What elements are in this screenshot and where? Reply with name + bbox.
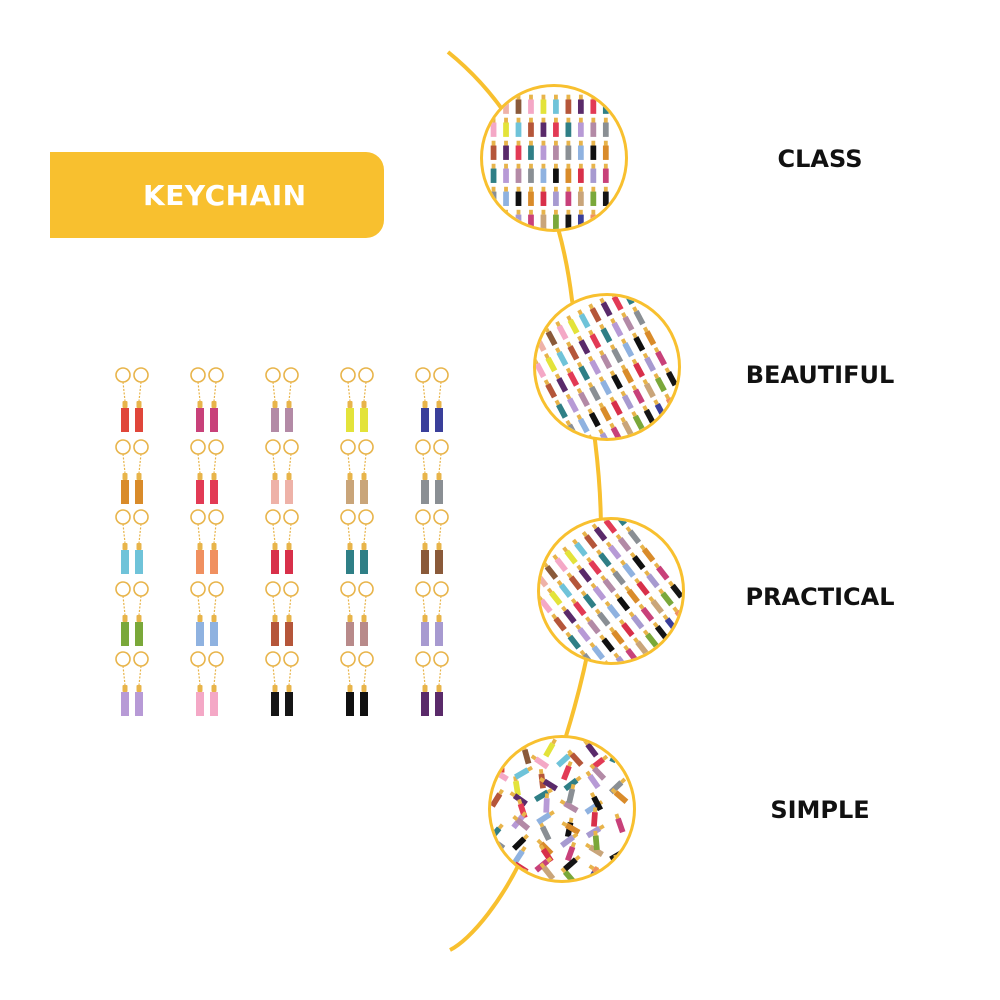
tassel-diagonal-photo (536, 296, 678, 438)
tassel-fanned-photo (540, 520, 682, 662)
keychain-pair (265, 509, 299, 574)
keychain-pair (415, 367, 449, 432)
keychain-pair (190, 651, 224, 716)
feature-circle-beautiful (533, 293, 681, 441)
keychain-pair (190, 367, 224, 432)
keychain-pair (415, 581, 449, 646)
tassel-pile-photo (491, 738, 629, 880)
keychain-pair (190, 581, 224, 646)
keychain-pair (115, 581, 149, 646)
keychain-pair (265, 439, 299, 504)
keychain-pair (115, 439, 149, 504)
feature-label-simple: SIMPLE (770, 796, 870, 824)
feature-label-beautiful: BEAUTIFUL (745, 361, 895, 389)
keychain-pair (190, 439, 224, 504)
keychain-product-grid (105, 365, 465, 735)
keychain-pair (415, 439, 449, 504)
keychain-pair (340, 651, 374, 716)
keychain-pair (340, 367, 374, 432)
banner-title: KEYCHAIN (143, 178, 307, 212)
keychain-banner: KEYCHAIN (50, 152, 384, 238)
keychain-pair (265, 581, 299, 646)
keychain-grid-image (115, 367, 449, 716)
feature-circle-practical (537, 517, 685, 665)
feature-circle-class (480, 84, 628, 232)
keychain-pair (340, 509, 374, 574)
keychain-pair (115, 509, 149, 574)
tassel-rows-photo (490, 94, 609, 229)
keychain-pair (415, 651, 449, 716)
keychain-pair (190, 509, 224, 574)
keychain-pair (265, 651, 299, 716)
keychain-pair (265, 367, 299, 432)
keychain-pair (340, 581, 374, 646)
feature-label-practical: PRACTICAL (745, 583, 895, 611)
keychain-pair (340, 439, 374, 504)
keychain-pair (415, 509, 449, 574)
feature-circle-simple (488, 735, 636, 883)
feature-label-class: CLASS (777, 145, 863, 173)
keychain-pair (115, 367, 149, 432)
keychain-pair (115, 651, 149, 716)
